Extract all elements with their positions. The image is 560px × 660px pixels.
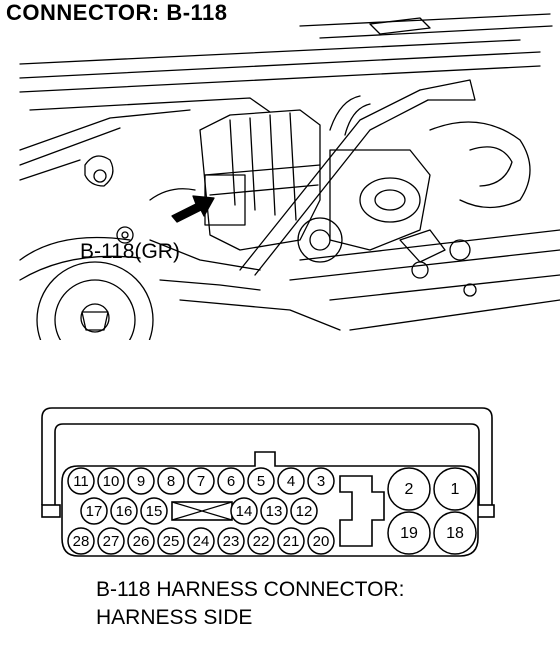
pin-label: 28 [73, 533, 90, 550]
pin-20: 20 [307, 527, 335, 555]
pin-label: 23 [223, 533, 240, 550]
pin-1: 1 [433, 467, 477, 511]
pin-label: 1 [451, 481, 460, 498]
pin-7: 7 [187, 467, 215, 495]
pin-label: 21 [283, 533, 300, 550]
connector-lock-bracket [41, 407, 493, 505]
pin-3: 3 [307, 467, 335, 495]
pin-label: 15 [146, 503, 163, 520]
pin-label: 6 [227, 473, 235, 490]
pin-label: 9 [137, 473, 145, 490]
pin-label: 12 [296, 503, 313, 520]
pin-label: 10 [103, 473, 120, 490]
page-title: CONNECTOR: B-118 [6, 0, 228, 25]
pin-25: 25 [157, 527, 185, 555]
pin-24: 24 [187, 527, 215, 555]
pin-8: 8 [157, 467, 185, 495]
caption-line-2: HARNESS SIDE [96, 606, 253, 629]
connector-key [339, 475, 385, 547]
pin-label: 18 [446, 525, 464, 542]
pin-11: 11 [67, 467, 95, 495]
engine-bay-illustration [19, 13, 560, 340]
pin-14: 14 [230, 497, 258, 525]
pin-23: 23 [217, 527, 245, 555]
pin-27: 27 [97, 527, 125, 555]
pin-13: 13 [260, 497, 288, 525]
pin-label: 11 [73, 473, 89, 490]
pin-22: 22 [247, 527, 275, 555]
pin-6: 6 [217, 467, 245, 495]
pin-19: 19 [387, 511, 431, 555]
pin-label: 2 [405, 481, 414, 498]
connector-callout-label: B-118(GR) [80, 240, 180, 263]
pin-label: 3 [317, 473, 325, 490]
pin-label: 5 [257, 473, 265, 490]
pin-label: 27 [103, 533, 120, 550]
pin-label: 16 [116, 503, 133, 520]
pin-28: 28 [67, 527, 95, 555]
pin-label: 17 [86, 503, 103, 520]
pin-12: 12 [290, 497, 318, 525]
pin-5: 5 [247, 467, 275, 495]
pin-26: 26 [127, 527, 155, 555]
pin-17: 17 [80, 497, 108, 525]
pin-label: 8 [167, 473, 175, 490]
pin-16: 16 [110, 497, 138, 525]
pin-10: 10 [97, 467, 125, 495]
pin-label: 14 [236, 503, 253, 520]
pin-label: 24 [193, 533, 210, 550]
pin-label: 13 [266, 503, 283, 520]
pin-21: 21 [277, 527, 305, 555]
pin-label: 20 [313, 533, 330, 550]
pin-4: 4 [277, 467, 305, 495]
pin-label: 4 [287, 473, 295, 490]
pin-label: 7 [197, 473, 205, 490]
pin-label: 26 [133, 533, 150, 550]
pin-15: 15 [140, 497, 168, 525]
pin-label: 22 [253, 533, 270, 550]
pin-2: 2 [387, 467, 431, 511]
pin-label: 25 [163, 533, 180, 550]
caption-line-1: B-118 HARNESS CONNECTOR: [96, 578, 405, 601]
pin-18: 18 [433, 511, 477, 555]
pin-9: 9 [127, 467, 155, 495]
pin-label: 19 [400, 525, 418, 542]
